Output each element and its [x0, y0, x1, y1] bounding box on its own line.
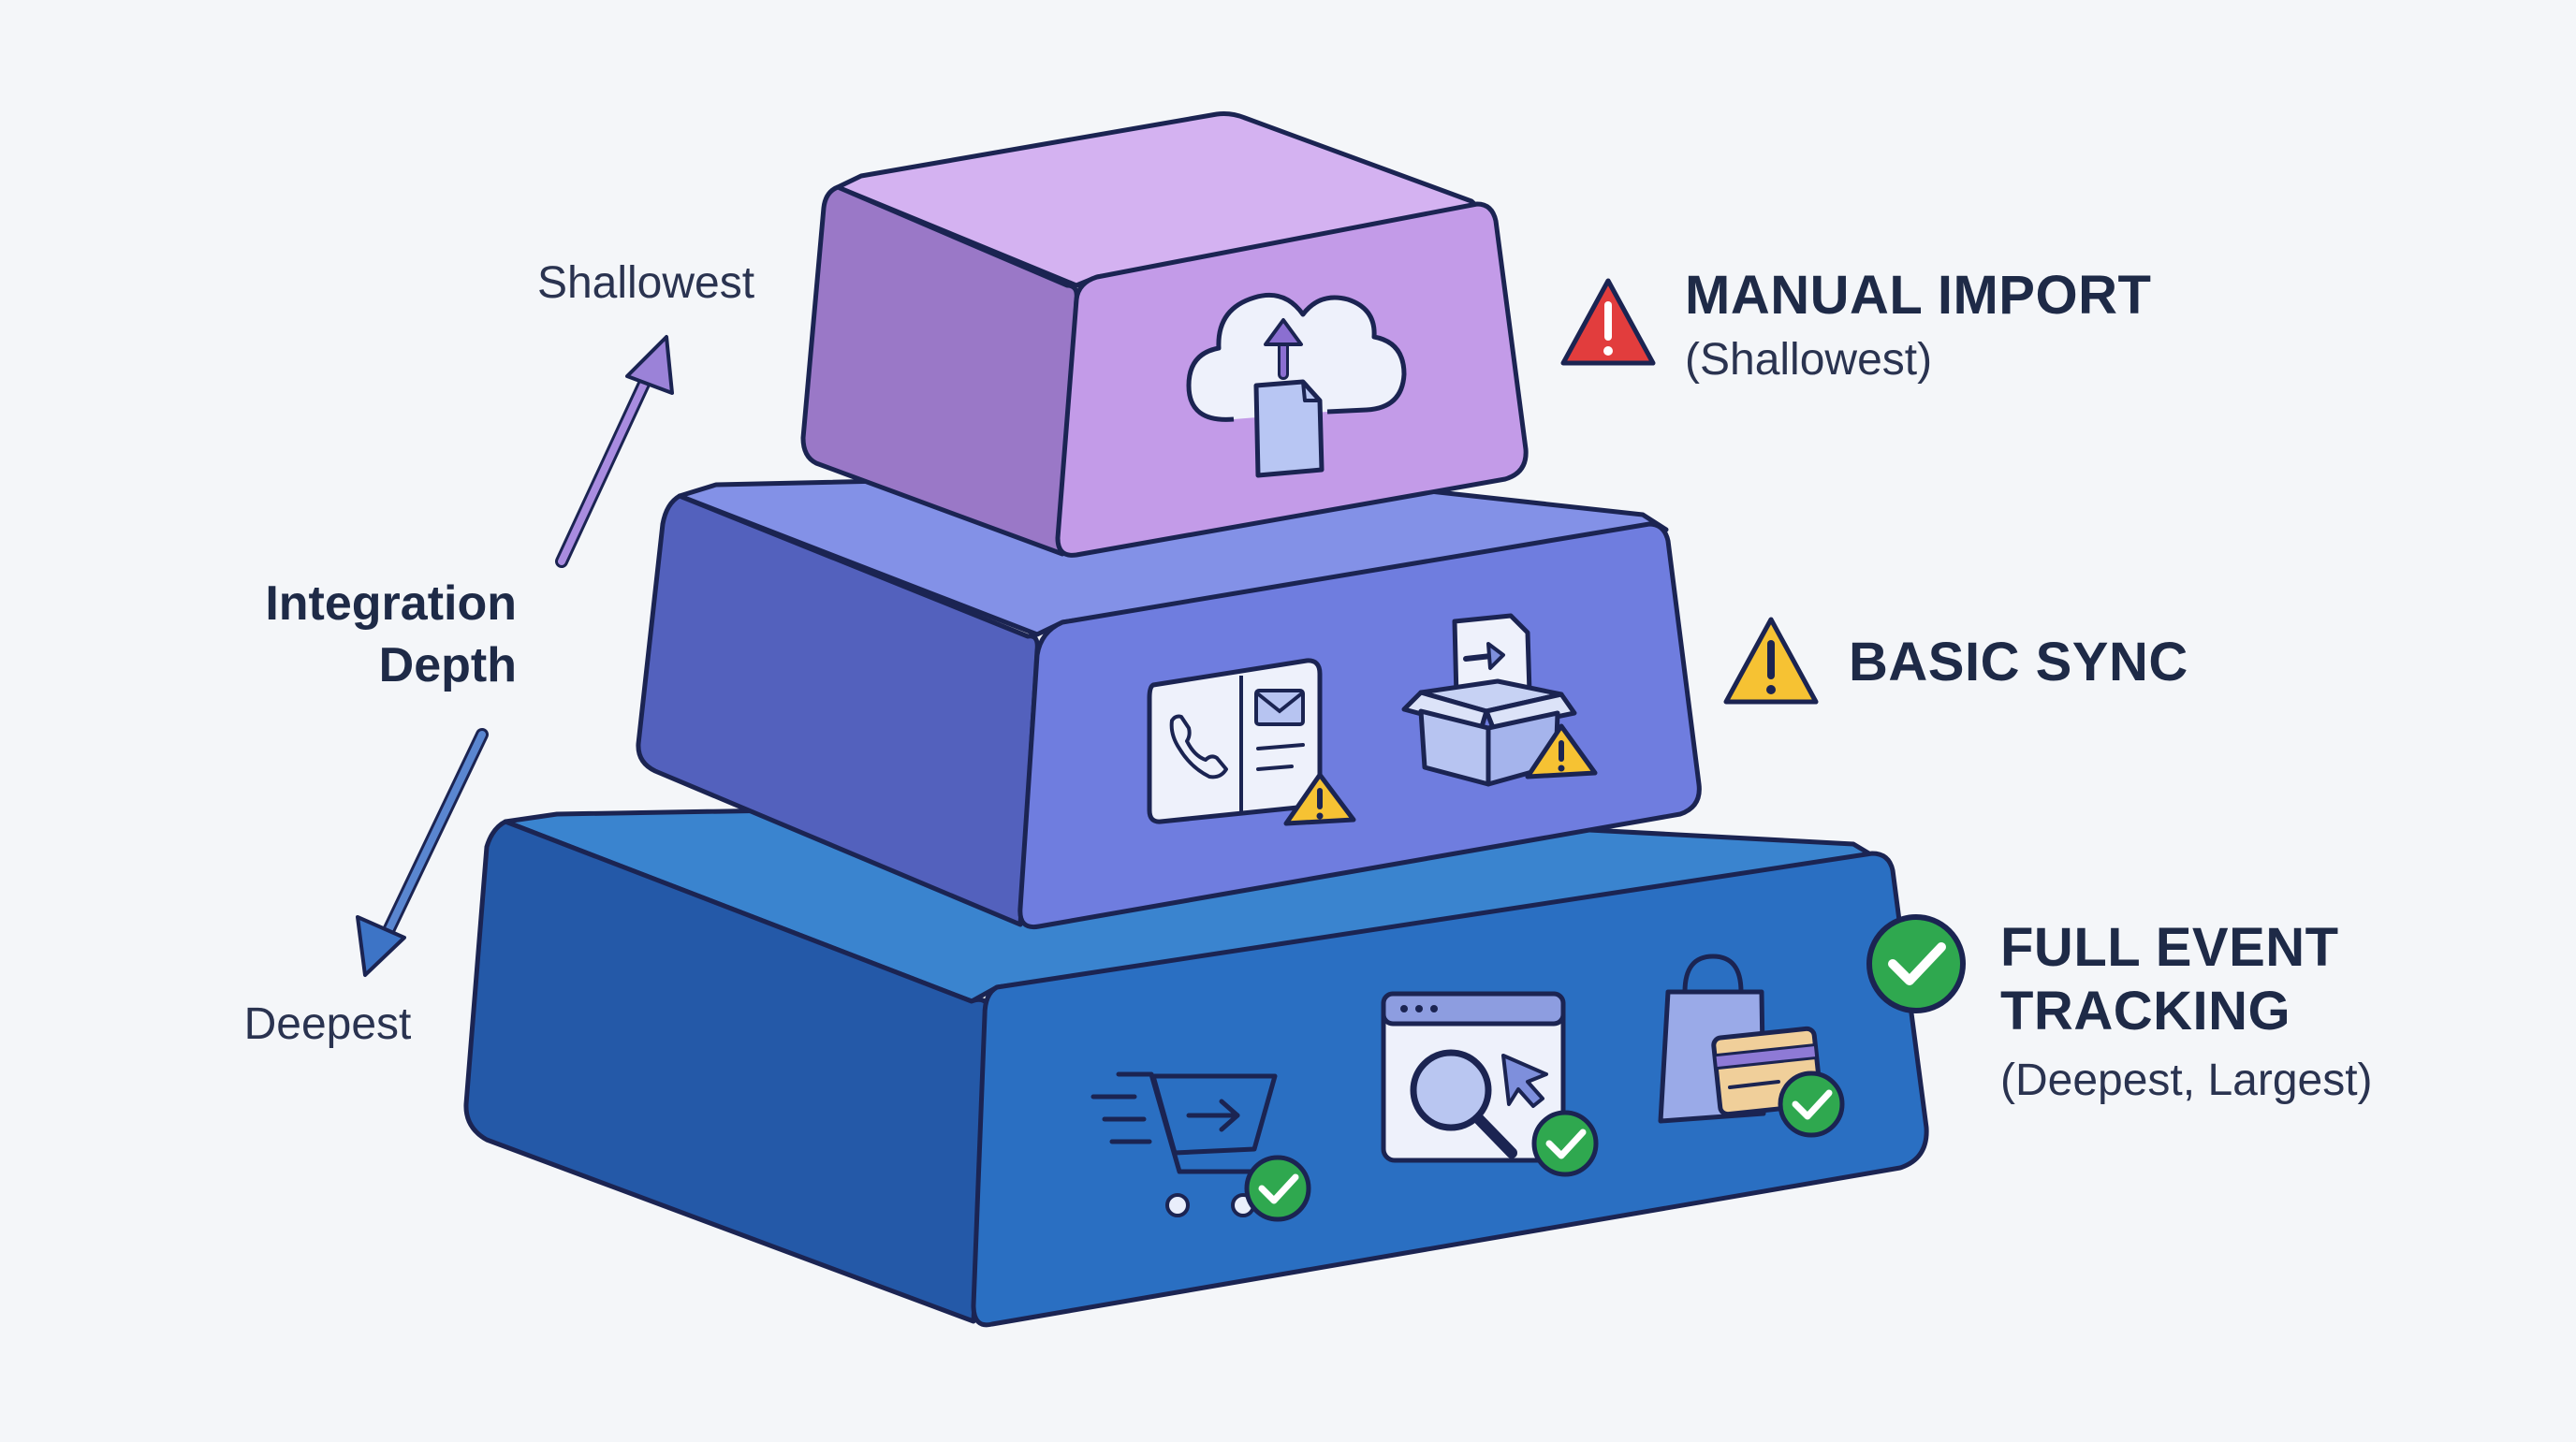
tier-manual-import — [800, 111, 1529, 558]
check-green-icon — [1778, 1071, 1845, 1138]
tier-3-subtitle: (Deepest, Largest) — [2000, 1056, 2373, 1105]
axis-top-label: Shallowest — [537, 258, 754, 308]
tier-bottom-side-face — [463, 819, 993, 1324]
tier-middle-side-face — [636, 493, 1040, 927]
shopping-cart-icon — [1090, 1071, 1311, 1222]
box-transfer-icon — [1401, 613, 1598, 787]
tier-middle-front-face — [1017, 521, 1702, 930]
tier-full-event-tracking — [463, 802, 1929, 1328]
axis-label-line1: Integration — [265, 576, 517, 631]
check-green-icon — [1866, 914, 1966, 1013]
browser-search-icon — [1381, 991, 1599, 1177]
tier-1-subtitle: (Shallowest) — [1685, 335, 1932, 385]
warning-red-icon — [1560, 278, 1656, 366]
shopping-bag-card-icon — [1658, 954, 1845, 1138]
tier-basic-sync — [636, 470, 1702, 930]
warning-yellow-icon — [1283, 772, 1356, 826]
axis-label-line2: Depth — [379, 638, 517, 692]
document-icon — [1253, 379, 1325, 478]
tier-label-manual-import: MANUAL IMPORT (Shallowest) — [1560, 265, 2151, 385]
cloud-upload-icon — [1186, 292, 1407, 422]
axis-bottom-label: Deepest — [244, 999, 412, 1049]
tier-middle-top-face — [677, 470, 1669, 637]
check-green-icon — [1531, 1110, 1599, 1177]
tier-label-basic-sync: BASIC SYNC — [1723, 617, 2188, 705]
warning-yellow-icon — [1525, 723, 1598, 779]
tier-1-title: MANUAL IMPORT — [1685, 265, 2151, 326]
tier-label-full-event-tracking: FULL EVENT TRACKING (Deepest, Largest) — [1866, 914, 2373, 1105]
tier-2-title: BASIC SYNC — [1849, 632, 2188, 692]
arrow-up-icon — [555, 335, 674, 568]
contact-card-icon — [1147, 658, 1356, 826]
arrow-down-icon — [356, 728, 489, 977]
warning-yellow-icon — [1723, 617, 1819, 705]
tier-top-side-face — [800, 184, 1079, 557]
tier-3-title-line2: TRACKING — [2000, 981, 2291, 1041]
tier-3-title-line1: FULL EVENT — [2000, 917, 2339, 978]
depth-axis: Shallowest Integration Depth Deepest — [244, 258, 754, 1049]
check-green-icon — [1244, 1155, 1311, 1222]
